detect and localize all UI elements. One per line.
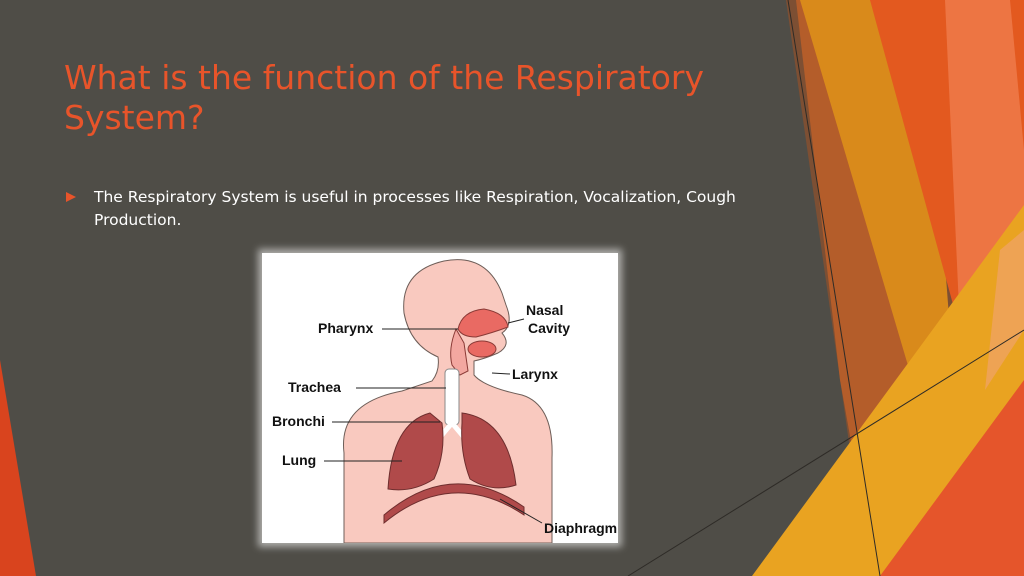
deco-thin-line-2 [627,329,1024,576]
label-nasal: Nasal [526,302,563,318]
label-pharynx: Pharynx [318,320,373,336]
respiratory-diagram-svg: Pharynx Nasal Cavity Larynx Trachea Bron… [272,259,617,543]
deco-light-wedge [985,230,1024,390]
label-diaphragm: Diaphragm [544,520,617,536]
bullet-list: The Respiratory System is useful in proc… [66,186,766,232]
respiratory-system-diagram: Pharynx Nasal Cavity Larynx Trachea Bron… [262,253,618,543]
slide-title: What is the function of the Respiratory … [64,58,705,137]
deco-bottom-red [880,380,1024,576]
label-lung: Lung [282,452,316,468]
label-cavity: Cavity [528,320,570,336]
trachea [444,368,460,426]
deco-left-strip [0,360,36,576]
mouth-cavity [467,340,497,358]
label-trachea: Trachea [288,379,341,395]
left-lung [387,412,444,491]
pharynx-tube [450,327,469,376]
bullet-arrow-icon [66,192,76,202]
label-lines [324,318,543,524]
diaphragm [383,483,525,525]
label-larynx: Larynx [512,366,558,382]
nasal-cavity [457,308,509,338]
label-bronchi: Bronchi [272,413,325,429]
bullet-text: The Respiratory System is useful in proc… [94,188,736,229]
bullet-item: The Respiratory System is useful in proc… [66,186,766,232]
deco-thin-line-1 [787,0,881,576]
right-lung [461,412,517,489]
